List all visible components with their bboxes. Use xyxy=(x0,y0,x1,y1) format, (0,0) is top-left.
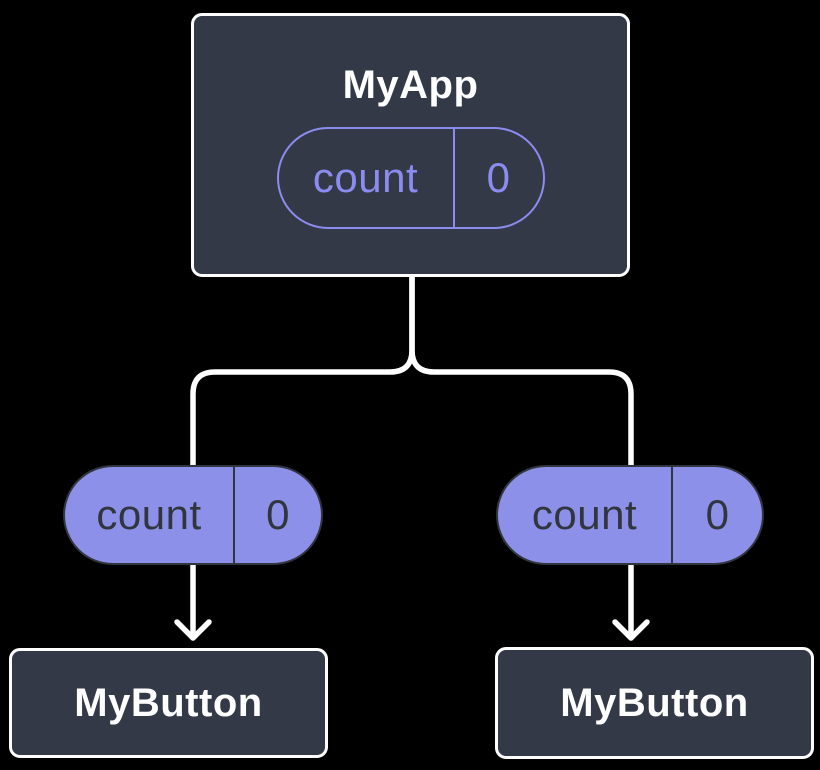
state-pill-left-child: count 0 xyxy=(63,465,323,565)
state-name: count xyxy=(312,154,419,201)
state-name: count xyxy=(96,491,202,538)
state-pill-right-child: count 0 xyxy=(496,465,764,565)
arrow-head xyxy=(174,619,212,641)
component-card-myapp: MyApp count 0 xyxy=(191,13,630,277)
component-card-mybutton-left: MyButton xyxy=(9,648,328,758)
component-card-mybutton-right: MyButton xyxy=(495,647,814,759)
arrow-down-icon xyxy=(174,557,212,641)
state-name: count xyxy=(531,491,638,538)
arrow-down-icon xyxy=(612,557,650,641)
state-value: 0 xyxy=(671,467,762,563)
state-value: 0 xyxy=(233,467,321,563)
component-title: MyButton xyxy=(560,680,749,725)
state-value: 0 xyxy=(452,129,543,227)
connector-root-to-right-child xyxy=(409,273,634,470)
component-title: MyApp xyxy=(342,63,479,107)
arrow-head xyxy=(612,619,650,641)
state-pill-root: count 0 xyxy=(276,127,545,229)
component-title: MyButton xyxy=(74,680,263,725)
connector-root-to-left-child xyxy=(190,273,415,470)
